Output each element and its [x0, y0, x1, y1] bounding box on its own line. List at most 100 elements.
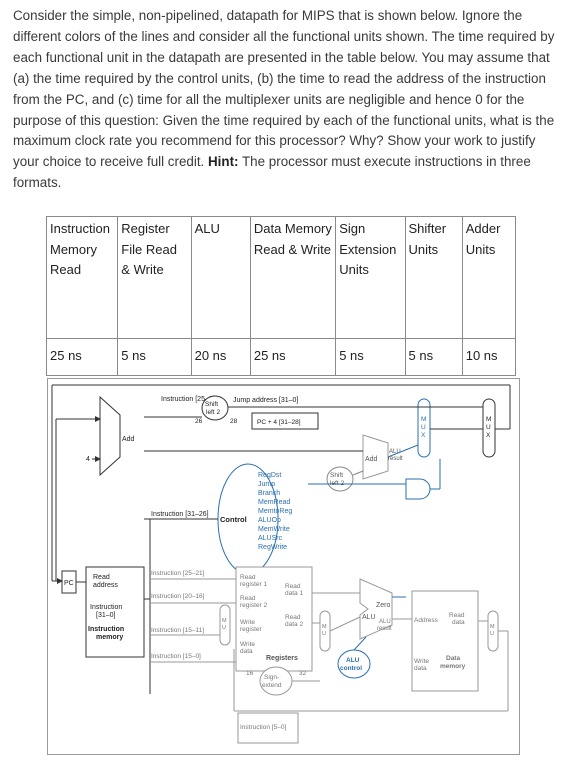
alu-result-label-2: result [377, 626, 392, 632]
data-memory-label: Data [446, 655, 460, 662]
branch-adder-out [387, 444, 419, 458]
control-signal: Branch [258, 490, 280, 497]
table-header-row: Instruction Memory Read Register File Re… [45, 216, 517, 339]
read-reg-1-label: Read [240, 574, 256, 581]
instruction-bits-label: [31–0] [96, 612, 116, 619]
instr-5-0-label: Instruction [5–0] [240, 724, 286, 731]
instr-15-11-label: Instruction [15–11] [151, 627, 204, 634]
shift-label-1: Shift [205, 401, 218, 408]
table-cell: 5 ns [404, 338, 463, 376]
shift-left-top [201, 395, 229, 421]
bits-16-label: 16 [246, 670, 254, 677]
shift-left-mid [326, 466, 354, 492]
dm-write-data-label-2: data [414, 665, 427, 672]
control-signal: MemWrite [258, 526, 290, 533]
alu-control-wire [353, 636, 367, 651]
branch-mux-label-2: U [421, 424, 426, 431]
bits-32-label: 32 [299, 670, 307, 677]
control-signal: MemRead [258, 499, 290, 506]
alusrc-mux-label: M [322, 624, 327, 630]
control-signal: RegDst [258, 472, 281, 479]
alu-shape [359, 578, 393, 640]
table-header-cell: Shifter Units [404, 216, 463, 339]
alu-add-label: Add [365, 456, 378, 463]
branch-adder-shape [362, 434, 389, 480]
write-reg-label: Write [240, 619, 255, 626]
read-data-2-label: Read [285, 614, 301, 621]
regdst-mux-label: M [222, 618, 227, 624]
read-data-label: Read [449, 612, 465, 619]
datapath-svg: PC Read address Instruction [31–0] Instr… [51, 384, 511, 744]
instr-20-16-label: Instruction [20–16] [151, 593, 205, 600]
control-signals: RegDst Jump Branch MemRead MemtoReg ALUO… [258, 472, 292, 551]
regdst-mux [219, 604, 231, 646]
hint-label: Hint: [208, 154, 239, 170]
table-header-cell: Data Memory Read & Write [249, 216, 337, 339]
read-reg-2-label: Read [240, 595, 256, 602]
pc-adder-shape [99, 395, 121, 477]
control-signal: MemtoReg [258, 508, 292, 515]
jump-mux-label-2: U [486, 424, 491, 431]
pc4-box [251, 412, 319, 430]
table-cell: 5 ns [335, 338, 406, 376]
write-data-label: Write [240, 641, 255, 648]
address-label: Address [414, 617, 439, 624]
instr-25-0-label: Instruction [25–0] [161, 396, 215, 403]
table-cell: 20 ns [190, 338, 251, 376]
dm-write-data-label: Write [414, 658, 429, 665]
register-file-box [235, 566, 313, 672]
branch-mux-label-3: X [421, 432, 426, 439]
memtoreg-mux-label-2: U [490, 631, 494, 637]
branch-and-gate [405, 478, 431, 500]
table-cell: 5 ns [117, 338, 192, 376]
read-reg-2-label-2: register 2 [240, 602, 267, 609]
branch-mux [417, 398, 431, 458]
alu-result-top-label-2: result [388, 456, 403, 462]
table-cell: 10 ns [461, 338, 517, 376]
table-value-row: 25 ns 5 ns 20 ns 25 ns 5 ns 5 ns 10 ns [45, 338, 517, 376]
write-reg-label-2: register [240, 626, 263, 633]
table-cell: 25 ns [249, 338, 337, 376]
regdst-mux-label-2: U [222, 625, 226, 631]
instruction-memory-label: Instruction [88, 626, 124, 633]
datapath-diagram: PC Read address Instruction [31–0] Instr… [47, 378, 520, 755]
alusrc-out-wire [329, 616, 361, 632]
write-data-label-2: data [240, 648, 253, 655]
read-reg-1-label-2: register 1 [240, 581, 267, 588]
table-header-cell: Adder Units [461, 216, 517, 339]
alu-result-label: ALU [379, 619, 391, 625]
control-signal: ALUSrc [258, 535, 283, 542]
instruction-memory-box [85, 566, 145, 658]
instr-31-26-label: Instruction [31–26] [151, 511, 209, 518]
hint-text: The processor must execute instructions … [13, 154, 531, 191]
instr-15-0-label: Instruction [15–0] [151, 653, 201, 660]
pc-label: PC [64, 580, 74, 587]
jump-mux-label: M [486, 416, 491, 423]
instruction-memory-label-2: memory [96, 634, 123, 641]
read-data-1-label-2: data 1 [285, 590, 303, 597]
instr-5-0-box [237, 712, 299, 744]
registers-label: Registers [266, 655, 298, 662]
bits-26-label: 26 [195, 418, 203, 425]
instr-25-21-label: Instruction [25–21] [151, 570, 205, 577]
branch-mux-label: M [421, 416, 426, 423]
four-label: 4 [86, 456, 90, 463]
jump-address-label: Jump address [31–0] [233, 397, 298, 404]
question-body: Consider the simple, non-pipelined, data… [13, 8, 555, 170]
sign-extend-label-2: extend [262, 682, 282, 689]
read-address-label: Read [93, 574, 110, 581]
table-header-cell: Register File Read & Write [117, 216, 192, 339]
alu-control-label-2: control [340, 665, 362, 672]
read-data-2-label-2: data 2 [285, 621, 303, 628]
zero-label: Zero [376, 602, 391, 609]
data-memory-box [411, 590, 479, 692]
table-cell: 25 ns [45, 338, 119, 376]
memtoreg-mux-label: M [490, 624, 495, 630]
read-data-label-2: data [452, 619, 465, 626]
instruction-label: Instruction [90, 604, 122, 611]
control-label: Control [220, 515, 247, 524]
shift-to-adder-wire [352, 470, 364, 476]
question-text: Consider the simple, non-pipelined, data… [13, 6, 558, 194]
sign-extend-unit [259, 666, 293, 696]
read-data-1-label: Read [285, 583, 301, 590]
